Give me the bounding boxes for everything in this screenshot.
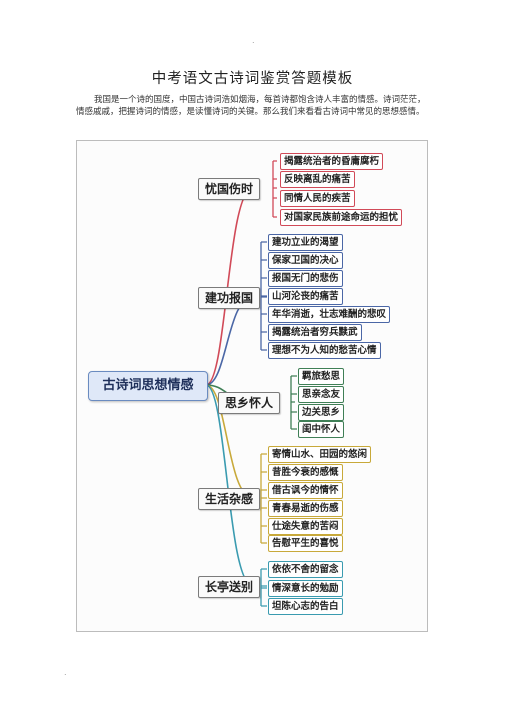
branch-1-item-1: 揭露统治者的昏庸腐朽 <box>280 153 384 170</box>
branch-2-item-2: 保家卫国的决心 <box>268 252 343 269</box>
branch-4-item-3: 借古讽今的情怀 <box>268 482 343 499</box>
connector-2 <box>205 296 254 386</box>
branch-3-item-4: 闺中怀人 <box>298 421 345 438</box>
branch-2-item-6: 揭露统治者穷兵黩武 <box>268 324 362 341</box>
branch-3-item-1: 羁旅愁思 <box>298 368 345 385</box>
branch-3-node: 思乡怀人 <box>218 392 280 414</box>
branch-4-item-6: 告慰平生的喜悦 <box>268 535 343 552</box>
intro-text: 我国是一个诗的国度，中国古诗词浩如烟海，每首诗都饱含诗人丰富的情感。诗词茫茫，情… <box>76 95 426 117</box>
branch-2-item-1: 建功立业的渴望 <box>268 234 343 251</box>
connector-5 <box>205 384 254 587</box>
branch-5-item-2: 情深意长的勉励 <box>268 580 343 597</box>
branch-2-item-3: 报国无门的悲伤 <box>268 270 343 287</box>
branch-5-item-1: 依依不舍的留念 <box>268 561 343 578</box>
mindmap-figure: 古诗词思想情感 忧国伤时 揭露统治者的昏庸腐朽 反映离乱的痛苦 同情人民的疾苦 … <box>76 140 428 632</box>
bracket-2 <box>260 241 267 351</box>
document-title: 中考语文古诗词鉴赏答题模板 <box>151 71 354 87</box>
branch-2-item-7: 理想不为人知的愁苦心情 <box>268 342 381 359</box>
intro-paragraph: 我国是一个诗的国度，中国古诗词浩如烟海，每首诗都饱含诗人丰富的情感。诗词茫茫，情… <box>76 94 431 118</box>
branch-1-item-3: 同情人民的疾苦 <box>280 190 355 207</box>
branch-4-item-5: 仕途失意的苦闷 <box>268 518 343 535</box>
branch-2-item-5: 年华消逝，壮志难酬的悲叹 <box>268 306 391 323</box>
branch-5-node: 长亭送别 <box>198 576 260 598</box>
branch-3-item-3: 边关思乡 <box>298 404 345 421</box>
branch-4-item-4: 青春易逝的伤感 <box>268 500 343 517</box>
bracket-1 <box>272 160 277 218</box>
bracket-5 <box>260 568 267 607</box>
branch-5-item-3: 坦陈心志的告白 <box>268 598 343 615</box>
center-node: 古诗词思想情感 <box>88 371 208 401</box>
branch-2-item-4: 山河沦丧的痛苦 <box>268 288 343 305</box>
bracket-4 <box>260 453 267 544</box>
branch-2-node: 建功报国 <box>198 287 260 309</box>
branch-4-node: 生活杂感 <box>198 488 260 510</box>
page-mark-bottom: . <box>64 668 67 677</box>
branch-3-item-2: 思亲念友 <box>298 386 345 403</box>
branch-4-item-2: 昔胜今衰的感慨 <box>268 464 343 481</box>
branch-4-item-1: 寄情山水、田园的悠闲 <box>268 446 372 463</box>
branch-1-item-4: 对国家民族前途命运的担忧 <box>280 209 403 226</box>
branch-1-item-2: 反映离乱的痛苦 <box>280 171 355 188</box>
bracket-3 <box>290 375 297 430</box>
branch-1-node: 忧国伤时 <box>198 178 260 200</box>
connector-lines <box>205 160 297 607</box>
page-mark-top: . <box>252 36 255 45</box>
